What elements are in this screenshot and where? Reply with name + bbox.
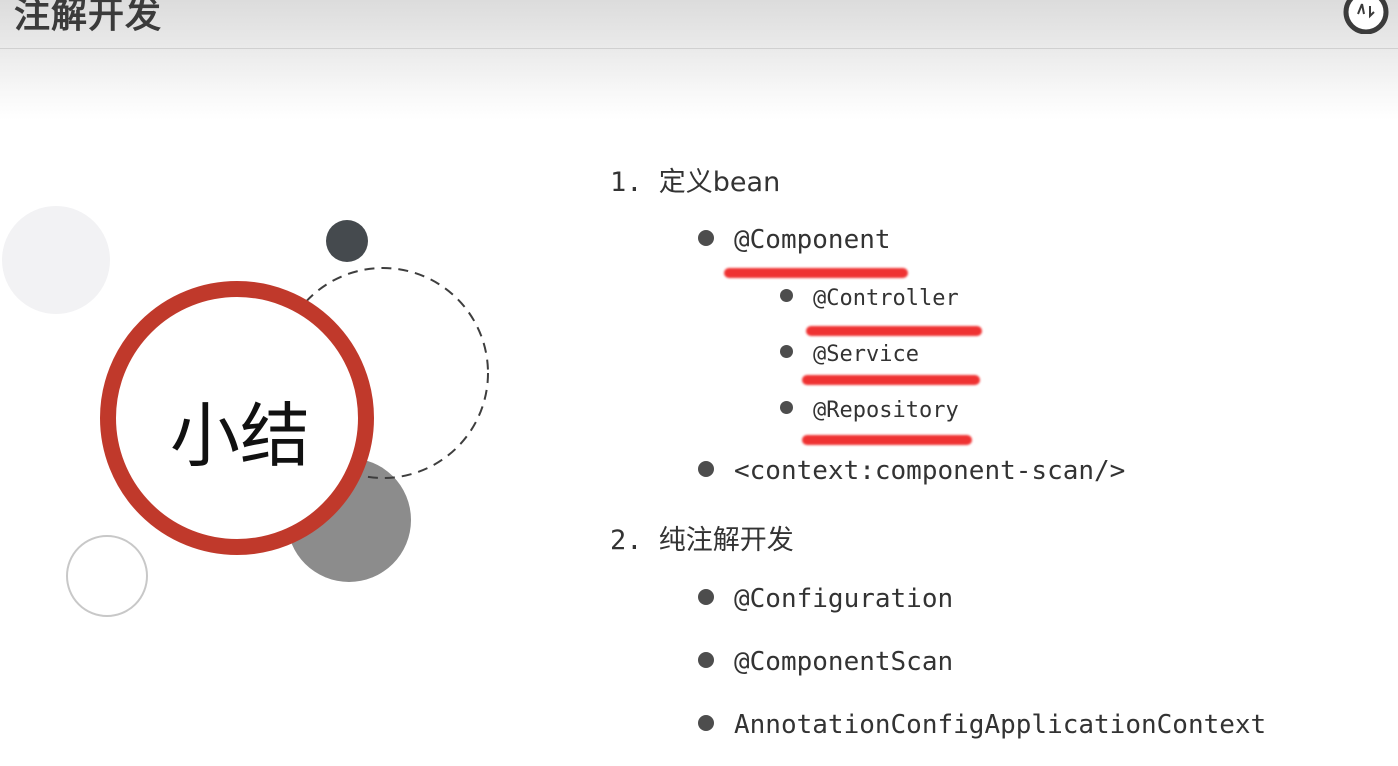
bullet-icon — [780, 400, 793, 414]
red-underline — [802, 435, 972, 445]
list-item: @Repository — [780, 398, 959, 423]
list-item: @Controller — [780, 286, 959, 311]
red-ring — [100, 281, 374, 555]
bullet-icon — [698, 588, 714, 605]
list-item: @ComponentScan — [698, 647, 953, 677]
section-number: 2. — [610, 525, 643, 556]
dark-gray-dot — [326, 220, 368, 262]
section-number: 1. — [610, 167, 643, 198]
item-text: <context:component-scan/> — [734, 456, 1126, 486]
item-text: @Repository — [813, 398, 959, 423]
item-text: AnnotationConfigApplicationContext — [734, 710, 1267, 740]
bullet-icon — [698, 229, 714, 246]
red-underline — [802, 375, 980, 385]
item-text: @Configuration — [734, 584, 954, 614]
section-title: 定义bean — [658, 167, 781, 198]
red-underline — [806, 326, 982, 336]
summary-decoration — [2, 206, 489, 617]
list-item: AnnotationConfigApplicationContext — [698, 710, 1266, 740]
light-gray-circle — [2, 206, 110, 314]
slide-title: 注解开发 — [14, 0, 163, 36]
item-text: @Controller — [813, 286, 959, 311]
outline-circle — [66, 535, 148, 617]
list-item: @Component — [698, 225, 891, 255]
bullet-icon — [698, 460, 714, 477]
header-band: 注解开发 — [0, 0, 1398, 120]
header-divider — [0, 48, 1398, 49]
list-item: <context:component-scan/> — [698, 456, 1125, 486]
item-text: @Service — [813, 342, 919, 367]
bullet-icon — [780, 344, 793, 358]
red-underline — [724, 268, 908, 278]
item-text: @Component — [734, 225, 891, 255]
bullet-icon — [698, 651, 714, 668]
item-text: @ComponentScan — [734, 647, 954, 677]
section-define-bean: 1. 定义bean — [610, 160, 780, 199]
bullet-icon — [698, 714, 714, 731]
list-item: @Configuration — [698, 584, 953, 614]
list-item: @Service — [780, 342, 919, 367]
stopwatch-icon — [1343, 0, 1389, 34]
bullet-icon — [780, 288, 793, 302]
summary-label: 小结 — [170, 395, 310, 477]
section-title: 纯注解开发 — [658, 525, 794, 556]
section-pure-annotation: 2. 纯注解开发 — [610, 518, 794, 557]
